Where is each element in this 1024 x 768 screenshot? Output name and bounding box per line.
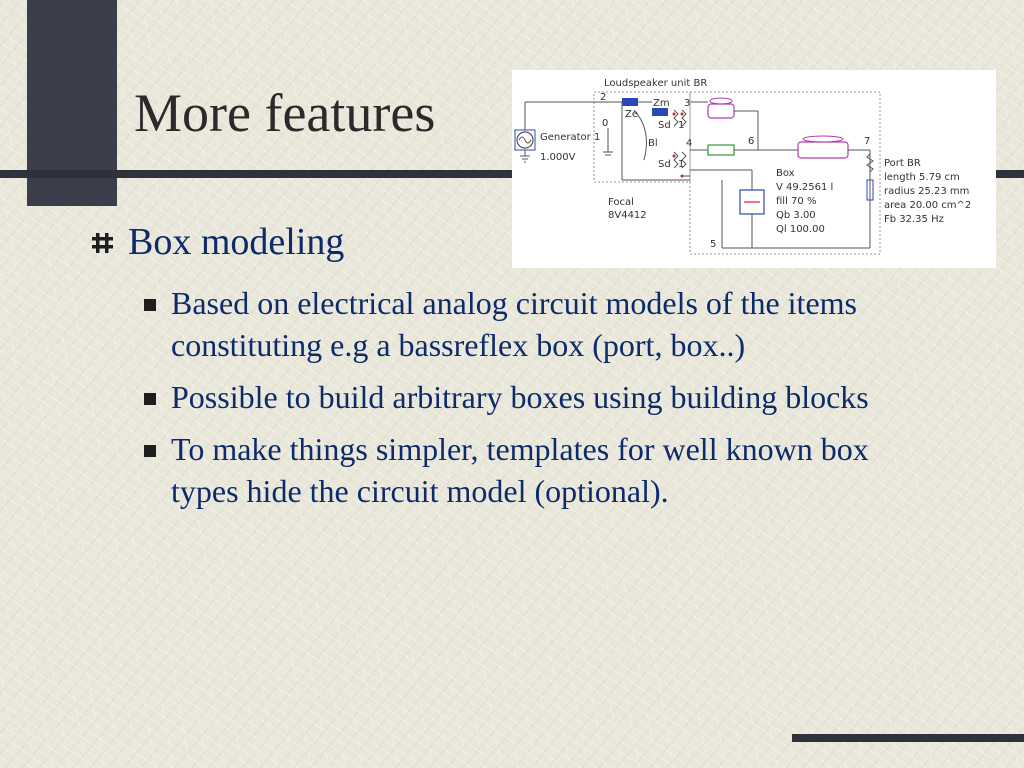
sd-transformer-1b [681,109,687,127]
port-line-2: radius 25.23 mm [884,186,969,197]
hash-bullet-icon [92,232,113,253]
circuit-title: Loudspeaker unit BR [604,78,707,89]
generator-name: Generator 1 [540,132,600,143]
generator-icon [516,131,534,149]
top-mass-element [707,103,735,119]
node-3: 3 [684,98,690,109]
sd-label-2: Sd [658,159,671,170]
box-line-3: Qb 3.00 [776,210,816,221]
sd-transformer-2 [673,151,679,169]
sub-bullet-text: Based on electrical analog circuit model… [171,285,857,363]
node-0: 0 [602,118,608,129]
node-6: 6 [748,136,754,147]
box-line-4: Ql 100.00 [776,224,825,235]
decorative-top-rule-right [996,170,1024,178]
ratio-label-1: 1 [678,120,684,131]
node-5: 5 [710,239,716,250]
box-line-1: V 49.2561 l [776,182,833,193]
green-element [707,144,735,156]
port-line-1: length 5.79 cm [884,172,960,183]
generator-voltage: 1.000V [540,152,576,163]
sine-icon [518,136,532,144]
zm-label: Zm [653,98,670,109]
circuit-diagram: Loudspeaker unit BR Generator 1 1.000V F… [512,70,996,268]
square-bullet-icon [144,445,156,457]
port-line-4: Fb 32.35 Hz [884,214,944,225]
dot2 [680,112,684,116]
port-line-3: area 20.00 cm^2 [884,200,971,211]
decorative-bottom-rule [792,734,1024,742]
dot3 [672,154,676,158]
box-title: Box [776,168,795,179]
bullet-box-modeling: Box modeling [90,221,345,264]
port-title: Port BR [884,158,921,169]
bullet-text: Box modeling [128,221,345,263]
sd-label-1: Sd [658,120,671,131]
ze-label: Ze [625,109,638,120]
sub-bullet-item: Based on electrical analog circuit model… [140,282,940,366]
square-bullet-icon [144,393,156,405]
dot1 [672,112,676,116]
decorative-top-rule [0,170,512,178]
sub-bullet-item: Possible to build arbitrary boxes using … [140,376,940,418]
slide-title: More features [134,83,436,143]
port-cap [802,135,844,143]
node-4: 4 [686,138,692,149]
bl-label: Bl [648,138,658,149]
zm-element [652,108,668,116]
port-element [797,141,849,159]
sub-bullet-text: To make things simpler, templates for we… [171,431,869,509]
box-line-2: fill 70 % [776,196,816,207]
sub-bullet-list: Based on electrical analog circuit model… [140,282,940,522]
driver-brand: Focal [608,197,634,208]
wire-curve [633,109,647,161]
node-2: 2 [600,92,606,103]
ratio-label-2: 1 [678,159,684,170]
unit-frame [593,91,691,183]
sub-bullet-text: Possible to build arbitrary boxes using … [171,379,869,415]
circuit-svg: Loudspeaker unit BR Generator 1 1.000V F… [514,78,971,255]
sub-bullet-item: To make things simpler, templates for we… [140,428,940,512]
sd-transformer-1 [673,109,679,127]
top-mass-cap [709,97,733,105]
ze-element [622,98,638,106]
sd-transformer-2b [681,151,687,169]
driver-model: 8V4412 [608,210,647,221]
square-bullet-icon [144,299,156,311]
node-7: 7 [864,136,870,147]
port-resistor [866,153,874,173]
port-cap-element [866,179,874,201]
